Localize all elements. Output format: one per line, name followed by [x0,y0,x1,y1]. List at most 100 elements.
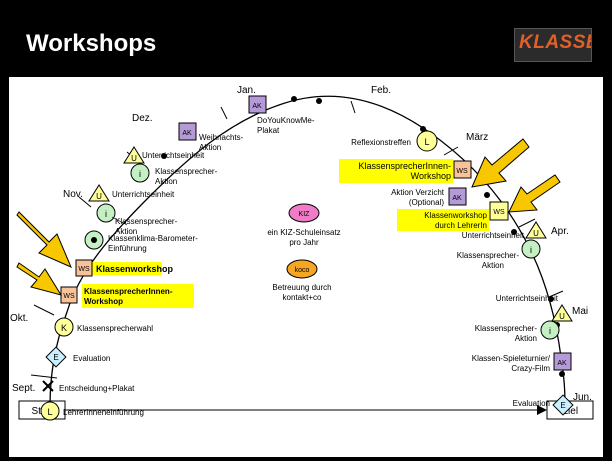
ks-workshop-left-line1: KlassensprecherInnen- [84,287,173,296]
divider-okt [33,304,55,316]
timeline-panel: Start Ziel Jan. Feb. März Apr. Mai Jun. … [9,77,603,457]
arrow-right-lower-icon [508,174,561,213]
u-triangle-nov[interactable] [88,184,110,202]
kw-lehrer-line1: Klassenworkshop [424,211,487,220]
arrow-left-lower-icon [16,262,63,296]
slide-title: Workshops [26,30,157,57]
evaluation-label-right: Evaluation [513,399,550,408]
month-okt: Okt. [10,313,28,324]
u-triangle-mai[interactable] [551,304,573,322]
month-nov: Nov. [63,189,83,200]
kiz-badge-label: KIZ [299,211,311,218]
lehrer-einfuehrung-label: LehrerInneneinführung [63,408,144,417]
workshop-timeline-diagram: Start Ziel Jan. Feb. März Apr. Mai Jun. … [10,85,594,421]
doyouknow-line1: DoYouKnowMe- [257,116,315,125]
u-badge-label-apr: U [533,229,539,238]
ks-aktion-nov-line1: Klassensprecher- [115,217,178,226]
i-circle-dez[interactable] [130,163,150,183]
evaluation-diamond-left[interactable] [45,346,67,368]
divider-feb [350,100,356,114]
u-triangle-apr[interactable] [525,221,547,239]
ak-box-verzicht[interactable] [448,187,467,206]
ws-box-klassenworkshop[interactable] [75,259,93,277]
weihnachts-line2: Aktion [199,143,221,152]
aktion-verzicht-line1: Aktion Verzicht [391,188,445,197]
ak-badge-label-verzicht: AK [452,195,462,202]
highlight-klassenworkshop [82,262,162,275]
dot [291,96,297,102]
kiz-ellipse[interactable] [288,203,320,223]
l-badge-label: L [47,407,52,417]
pointer-arrow-klassenworkshop [16,211,72,268]
ks-workshop-left-line2: Workshop [84,297,123,306]
ks-aktion-mai-line2: Aktion [515,334,537,343]
i-circle-nov[interactable] [96,203,116,223]
pointer-arrow-kw-lehrer [508,174,561,213]
i-circle-mai[interactable] [540,320,560,340]
i-badge-label-dez: i [139,169,141,179]
koco-ellipse[interactable] [286,259,318,279]
timeline-arc [49,95,566,408]
logo-text: KLASSE! [519,32,591,53]
divider-nov [78,196,92,208]
ak-box-weihnachts[interactable] [178,122,197,141]
ks-workshop-right-line2: Workshop [411,171,451,181]
k-circle[interactable] [54,317,74,337]
ak-badge-label-spieleturnier: AK [557,360,567,367]
kiz-line1: ein KIZ-Schuleinsatz [267,228,340,237]
month-maerz: März [466,132,488,143]
dot [420,126,426,132]
u-badge-label-dez: U [131,154,137,163]
ks-aktion-nov-line2: Aktion [115,227,137,236]
entscheidung-label: Entscheidung+Plakat [59,384,135,393]
l-circle-einfuehrung[interactable] [40,401,60,421]
pointer-arrow-ks-workshop-left [16,262,63,296]
month-apr: Apr. [551,226,569,237]
i-circle-apr[interactable] [521,239,541,259]
dot [484,192,490,198]
ws-box-ks-workshop-right[interactable] [453,160,472,179]
ws-box-kw-lehrer[interactable] [489,201,509,221]
ziel-arrowhead [537,405,547,415]
ak-box-spieleturnier[interactable] [553,352,572,371]
x-mark-icon-stroke [42,380,54,392]
divider-jan [220,106,228,120]
divider-maerz [443,146,459,156]
ks-aktion-apr-line2: Aktion [482,261,504,270]
unterrichtseinheit-nov: Unterrichtseinheit [112,190,175,199]
barometer-dot-icon [91,237,97,243]
spieleturnier-line2: Crazy-Film [511,364,550,373]
koco-line1: Betreuung durch [272,283,331,292]
k-badge-label: K [61,323,67,333]
highlight-ks-workshop-right [339,159,453,183]
doyouknow-line2: Plakat [257,126,280,135]
ks-aktion-dez-line1: Klassensprecher- [155,167,218,176]
weihnachts-line1: Weihnachts- [199,133,244,142]
unterrichtseinheit-mai: Unterrichtseinheit [496,294,559,303]
u-badge-label-mai: U [559,312,565,321]
unterrichtseinheit-apr: Unterrichtseinheit [462,231,525,240]
e-badge-label-left: E [53,353,58,362]
arrow-right-upper-icon [471,138,530,188]
ak-badge-label-doyouknowme: AK [252,103,262,110]
aktion-verzicht-line2: (Optional) [409,198,444,207]
i-badge-label-mai: i [549,326,551,336]
month-dez: Dez. [132,113,153,124]
l-circle-reflexion[interactable] [416,130,438,152]
klassensprecherwahl-label: Klassensprecherwahl [77,324,153,333]
reflexionstreffen-label: Reflexionstreffen [351,138,411,147]
slide-header: Workshops KLASSE! [0,0,612,74]
arrow-left-upper-icon [16,211,72,268]
month-mai: Mai [572,306,588,317]
ks-aktion-apr-line1: Klassensprecher- [457,251,520,260]
evaluation-label-left: Evaluation [73,354,110,363]
barometer-line1: Klassenklima-Barometer- [108,234,198,243]
divider-mai [548,290,564,298]
u-triangle-dez[interactable] [123,146,145,164]
evaluation-diamond-right[interactable] [552,394,574,416]
ak-box-doyouknowme[interactable] [248,95,267,114]
kiz-line2: pro Jahr [289,238,319,247]
kw-lehrer-line2: durch LehrerIn [435,221,487,230]
ks-aktion-mai-line1: Klassensprecher- [475,324,538,333]
i-badge-label-apr: i [530,245,532,255]
